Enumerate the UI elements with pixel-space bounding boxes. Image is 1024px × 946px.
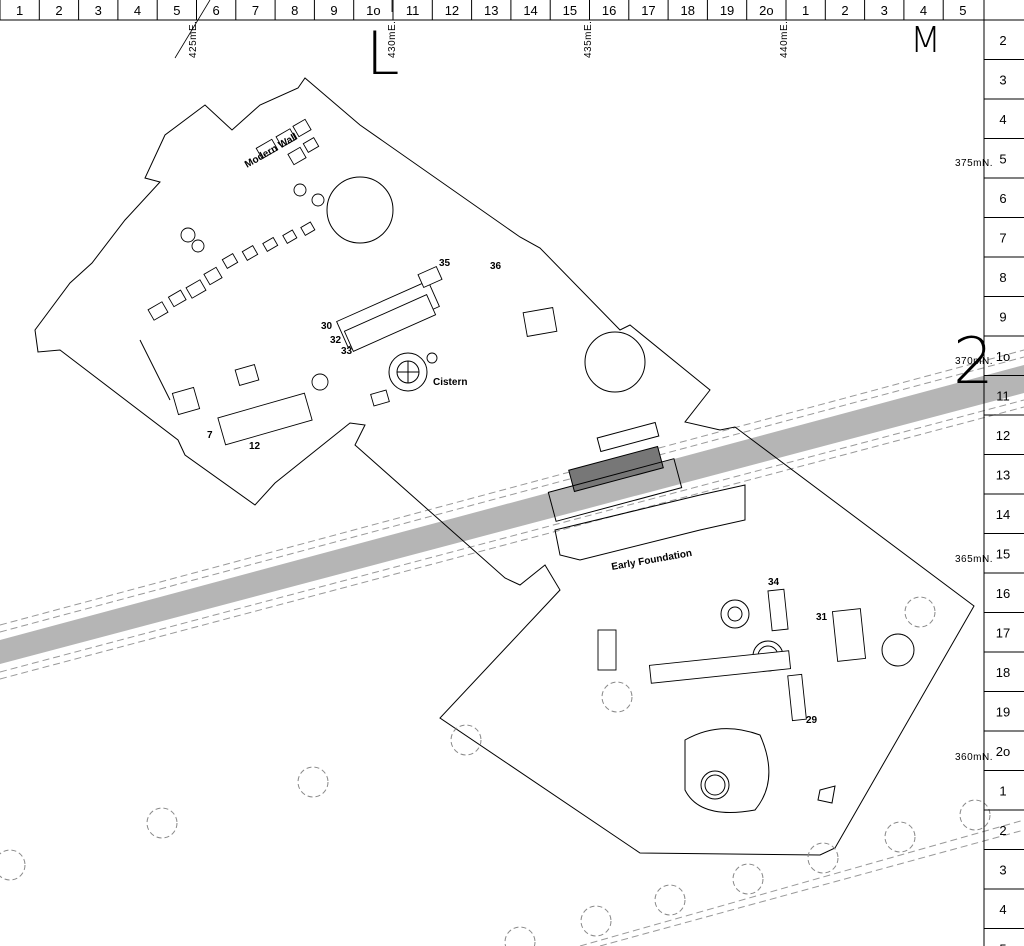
right-ruler-label: 15 bbox=[996, 546, 1010, 561]
feature-number-29: 29 bbox=[806, 715, 818, 726]
label-early-foundation: Early Foundation bbox=[611, 548, 693, 573]
feature-number-30: 30 bbox=[321, 321, 333, 332]
grey-wall-band bbox=[0, 349, 1024, 946]
right-ruler-label: 18 bbox=[996, 665, 1010, 680]
north-coordinates: 375mN. 370mN. 365mN. 360mN. bbox=[955, 158, 993, 763]
label-cistern: Cistern bbox=[433, 377, 467, 388]
modern-wall-stones bbox=[255, 118, 320, 166]
feature-number-32: 32 bbox=[330, 335, 342, 346]
right-ruler-label: 1 bbox=[999, 783, 1006, 798]
right-ruler-label: 3 bbox=[999, 72, 1006, 87]
cistern-feature bbox=[388, 352, 438, 392]
east-coord-430: 430mE. bbox=[387, 21, 398, 58]
top-ruler-label: 6 bbox=[213, 3, 220, 18]
robber-trench-stones bbox=[147, 183, 325, 321]
east-coord-435: 435mE. bbox=[583, 21, 594, 58]
central-block bbox=[547, 421, 683, 522]
top-ruler-label: 11 bbox=[406, 3, 420, 18]
right-ruler-label: 6 bbox=[999, 191, 1006, 206]
right-ruler-label: 9 bbox=[999, 309, 1006, 324]
right-ruler-label: 11 bbox=[996, 388, 1010, 403]
right-ruler-label: 2o bbox=[996, 744, 1010, 759]
right-ruler-label: 12 bbox=[996, 428, 1010, 443]
top-ruler-label: 3 bbox=[881, 3, 888, 18]
right-ruler-label: 4 bbox=[999, 112, 1006, 127]
top-ruler-label: 1 bbox=[16, 3, 23, 18]
top-ruler-label: 15 bbox=[563, 3, 577, 18]
right-ruler-label: 7 bbox=[999, 230, 1006, 245]
right-ruler-label: 1o bbox=[996, 349, 1010, 364]
east-coordinates: 425mE. 430mE. 435mE. 440mE. bbox=[174, 0, 790, 59]
grid-letter-M: M bbox=[910, 20, 941, 61]
feature-number-36: 36 bbox=[490, 261, 502, 272]
top-ruler-label: 4 bbox=[134, 3, 141, 18]
lower-features bbox=[597, 588, 915, 813]
right-ruler-label: 3 bbox=[999, 862, 1006, 877]
right-ruler-label: 2 bbox=[999, 823, 1006, 838]
top-ruler-label: 19 bbox=[720, 3, 734, 18]
north-coord-375: 375mN. bbox=[955, 158, 993, 169]
upper-trench-outline bbox=[34, 77, 975, 856]
top-ruler-label: 1o bbox=[366, 3, 380, 18]
top-ruler-label: 2o bbox=[759, 3, 773, 18]
top-ruler-label: 3 bbox=[95, 3, 102, 18]
large-circle-upper bbox=[326, 176, 646, 393]
top-ruler-label: 4 bbox=[920, 3, 927, 18]
right-ruler-label: 14 bbox=[996, 507, 1010, 522]
top-ruler-label: 9 bbox=[330, 3, 337, 18]
top-ruler-label: 1 bbox=[802, 3, 809, 18]
right-ruler-label: 5 bbox=[999, 941, 1006, 946]
top-ruler-label: 2 bbox=[55, 3, 62, 18]
top-ruler-label: 13 bbox=[484, 3, 498, 18]
wall-7-12-stones bbox=[171, 363, 390, 446]
feature-number-12: 12 bbox=[249, 441, 261, 452]
right-ruler-label: 19 bbox=[996, 704, 1010, 719]
right-ruler-label: 13 bbox=[996, 467, 1010, 482]
upper-features bbox=[139, 118, 746, 561]
top-ruler-label: 2 bbox=[841, 3, 848, 18]
wall-35-36-stones bbox=[336, 265, 443, 352]
top-ruler-label: 14 bbox=[523, 3, 537, 18]
early-foundation-outline bbox=[554, 484, 746, 561]
grid-letter-L: L bbox=[366, 19, 399, 89]
label-modern-wall: Modern Wall bbox=[243, 131, 300, 170]
right-ruler-label: 8 bbox=[999, 270, 1006, 285]
top-ruler-label: 18 bbox=[681, 3, 695, 18]
top-ruler-label: 17 bbox=[641, 3, 655, 18]
top-ruler-label: 5 bbox=[173, 3, 180, 18]
east-coord-440: 440mE. bbox=[779, 21, 790, 58]
right-ruler-label: 16 bbox=[996, 586, 1010, 601]
north-coord-360: 360mN. bbox=[955, 752, 993, 763]
feature-number-31: 31 bbox=[816, 612, 828, 623]
right-ruler-label: 5 bbox=[999, 151, 1006, 166]
feature-number-7: 7 bbox=[207, 430, 213, 441]
feature-numbers: 35 36 30 32 33 7 12 34 31 29 bbox=[207, 258, 828, 726]
grid-number-2: 2 bbox=[953, 325, 994, 399]
misc-upper-features bbox=[139, 307, 558, 401]
feature-number-35: 35 bbox=[439, 258, 451, 269]
right-ruler-label: 17 bbox=[996, 625, 1010, 640]
east-coord-425: 425mE. bbox=[188, 21, 199, 58]
feature-number-33: 33 bbox=[341, 346, 353, 357]
feature-number-34: 34 bbox=[768, 577, 780, 588]
north-coord-370: 370mN. bbox=[955, 356, 993, 367]
top-ruler-label: 5 bbox=[959, 3, 966, 18]
right-ruler-label: 4 bbox=[999, 902, 1006, 917]
north-coord-365: 365mN. bbox=[955, 554, 993, 565]
top-ruler-label: 7 bbox=[252, 3, 259, 18]
top-ruler-label: 8 bbox=[291, 3, 298, 18]
right-ruler-label: 2 bbox=[999, 33, 1006, 48]
top-ruler-label: 16 bbox=[602, 3, 616, 18]
column-positions bbox=[0, 596, 991, 946]
top-ruler-label: 12 bbox=[445, 3, 459, 18]
